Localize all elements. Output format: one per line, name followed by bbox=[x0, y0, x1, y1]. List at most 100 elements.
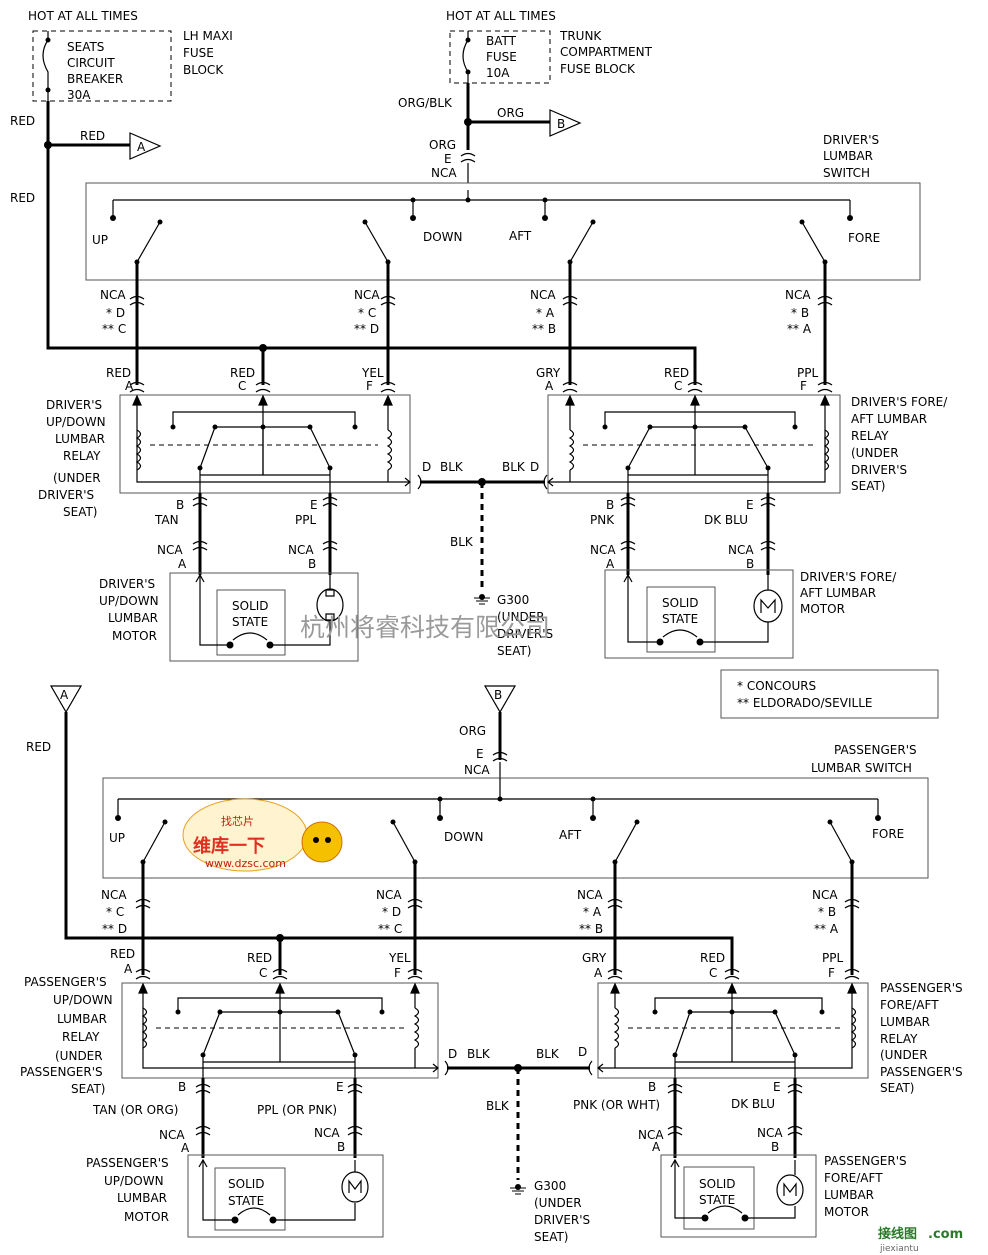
hot-at-all-times-label: HOT AT ALL TIMES bbox=[446, 9, 556, 23]
relay-label: UP/DOWN bbox=[46, 415, 106, 429]
ground-label: G300 bbox=[534, 1179, 566, 1193]
motor-label: UP/DOWN bbox=[104, 1174, 164, 1188]
connector-label: NCA bbox=[728, 543, 754, 557]
corner-watermark: 接线图 bbox=[878, 1226, 917, 1242]
pin-label: ** C bbox=[378, 922, 402, 936]
relay-label: RELAY bbox=[62, 1030, 100, 1044]
solid-state-label: STATE bbox=[228, 1194, 264, 1208]
pin-label: * A bbox=[583, 905, 602, 919]
wire-color-label: DK BLU bbox=[731, 1097, 775, 1111]
pin-label: A bbox=[124, 962, 133, 976]
motor-label: AFT LUMBAR bbox=[800, 586, 876, 600]
wire-color-label: RED bbox=[110, 947, 135, 961]
relay-label: SEAT) bbox=[880, 1081, 915, 1095]
relay-label: RELAY bbox=[851, 429, 889, 443]
wire-color-label: RED bbox=[10, 114, 35, 128]
connector-label: NCA bbox=[100, 288, 126, 302]
wire-color-label: GRY bbox=[536, 366, 561, 380]
motor-label: DRIVER'S bbox=[99, 577, 155, 591]
relay-label: SEAT) bbox=[851, 479, 886, 493]
relay-label: PASSENGER'S bbox=[880, 981, 963, 995]
pin-label: B bbox=[176, 498, 184, 512]
pin-label: F bbox=[366, 379, 373, 393]
wire-color-label: RED bbox=[230, 366, 255, 380]
relay-label: DRIVER'S FORE/ bbox=[851, 395, 948, 409]
pin-label: E bbox=[444, 152, 452, 166]
motor-label: MOTOR bbox=[824, 1205, 869, 1219]
wire-color-label: BLK bbox=[502, 460, 526, 474]
batt-fuse-label: BATT bbox=[486, 34, 517, 48]
passengers-lumbar-switch bbox=[102, 777, 929, 879]
drivers-lumbar-switch bbox=[85, 182, 921, 281]
corner-watermark: jiexiantu bbox=[879, 1244, 919, 1254]
relay-label: (UNDER bbox=[880, 1048, 928, 1062]
relay-label: FORE/AFT bbox=[880, 998, 939, 1012]
drivers-foreaft-relay bbox=[547, 381, 841, 494]
ground-label: G300 bbox=[497, 593, 529, 607]
fuse-block-label: COMPARTMENT bbox=[560, 45, 653, 59]
connector-label: NCA bbox=[577, 888, 603, 902]
solid-state-label: STATE bbox=[699, 1193, 735, 1207]
wire-color-label: RED bbox=[664, 366, 689, 380]
relay-label: AFT LUMBAR bbox=[851, 412, 927, 426]
fuse-block-label: FUSE bbox=[183, 46, 214, 60]
fuse-block-label: BLOCK bbox=[183, 63, 224, 77]
relay-label: PASSENGER'S bbox=[24, 975, 107, 989]
pin-label: C bbox=[238, 379, 246, 393]
wire-color-label: PPL bbox=[822, 951, 843, 965]
pin-label: E bbox=[310, 498, 318, 512]
pin-label: A bbox=[545, 379, 554, 393]
wire-color-label: BLK bbox=[467, 1047, 491, 1061]
logo-badge: 找芯片 bbox=[221, 814, 254, 828]
switch-position-down: DOWN bbox=[444, 830, 484, 844]
ground-g300-passenger bbox=[444, 1060, 593, 1195]
relay-label: LUMBAR bbox=[880, 1015, 930, 1029]
batt-fuse-label: FUSE bbox=[486, 50, 517, 64]
wire-color-label: ORG bbox=[429, 138, 456, 152]
motor-label: MOTOR bbox=[112, 629, 157, 643]
switch-position-aft: AFT bbox=[559, 828, 582, 842]
wire-color-label: ORG/BLK bbox=[398, 96, 453, 110]
passengers-updown-relay bbox=[121, 968, 439, 1079]
pin-label: B bbox=[337, 1140, 345, 1154]
wire-color-label: BLK bbox=[440, 460, 464, 474]
wire-color-label: BLK bbox=[536, 1047, 560, 1061]
wire-color-label: YEL bbox=[361, 366, 384, 380]
pin-label: ** A bbox=[814, 922, 839, 936]
pin-label: D bbox=[448, 1047, 457, 1061]
motor-label: FORE/AFT bbox=[824, 1171, 883, 1185]
fuse-block-label: TRUNK bbox=[559, 29, 602, 43]
logo-url: www.dzsc.com bbox=[205, 857, 286, 870]
pin-label: ** D bbox=[354, 322, 379, 336]
ground-label: DRIVER'S bbox=[497, 627, 553, 641]
pin-label: ** D bbox=[102, 922, 127, 936]
connector-label: NCA bbox=[812, 888, 838, 902]
fuse-block-label: LH MAXI bbox=[183, 29, 233, 43]
relay-label: (UNDER bbox=[851, 446, 899, 460]
relay-label: RELAY bbox=[63, 449, 101, 463]
wire-color-label: TAN bbox=[154, 513, 179, 527]
connector-label: NCA bbox=[757, 1126, 783, 1140]
wire-color-label: PPL (OR PNK) bbox=[257, 1103, 337, 1117]
motor-label: DRIVER'S FORE/ bbox=[800, 570, 897, 584]
switch-title: LUMBAR SWITCH bbox=[811, 761, 912, 775]
wire-color-label: ORG bbox=[497, 106, 524, 120]
motor-label: LUMBAR bbox=[117, 1191, 167, 1205]
pin-label: A bbox=[178, 557, 187, 571]
pin-label: A bbox=[125, 379, 134, 393]
ground-label: SEAT) bbox=[534, 1230, 569, 1244]
wire-color-label: RED bbox=[80, 129, 105, 143]
pin-label: B bbox=[606, 498, 614, 512]
pin-label: D bbox=[578, 1045, 587, 1059]
wire-color-label: RED bbox=[247, 951, 272, 965]
relay-label: PASSENGER'S bbox=[880, 1065, 963, 1079]
pin-label: D bbox=[422, 460, 431, 474]
wire-color-label: PPL bbox=[797, 366, 818, 380]
relay-label: DRIVER'S bbox=[46, 398, 102, 412]
watermark-text: 杭州将睿科技有限公司 bbox=[300, 613, 550, 642]
pin-label: ** B bbox=[579, 922, 603, 936]
drivers-updown-motor bbox=[169, 572, 359, 662]
drivers-foreaft-motor bbox=[604, 569, 794, 659]
motor-label: LUMBAR bbox=[108, 611, 158, 625]
connector-label: NCA bbox=[785, 288, 811, 302]
